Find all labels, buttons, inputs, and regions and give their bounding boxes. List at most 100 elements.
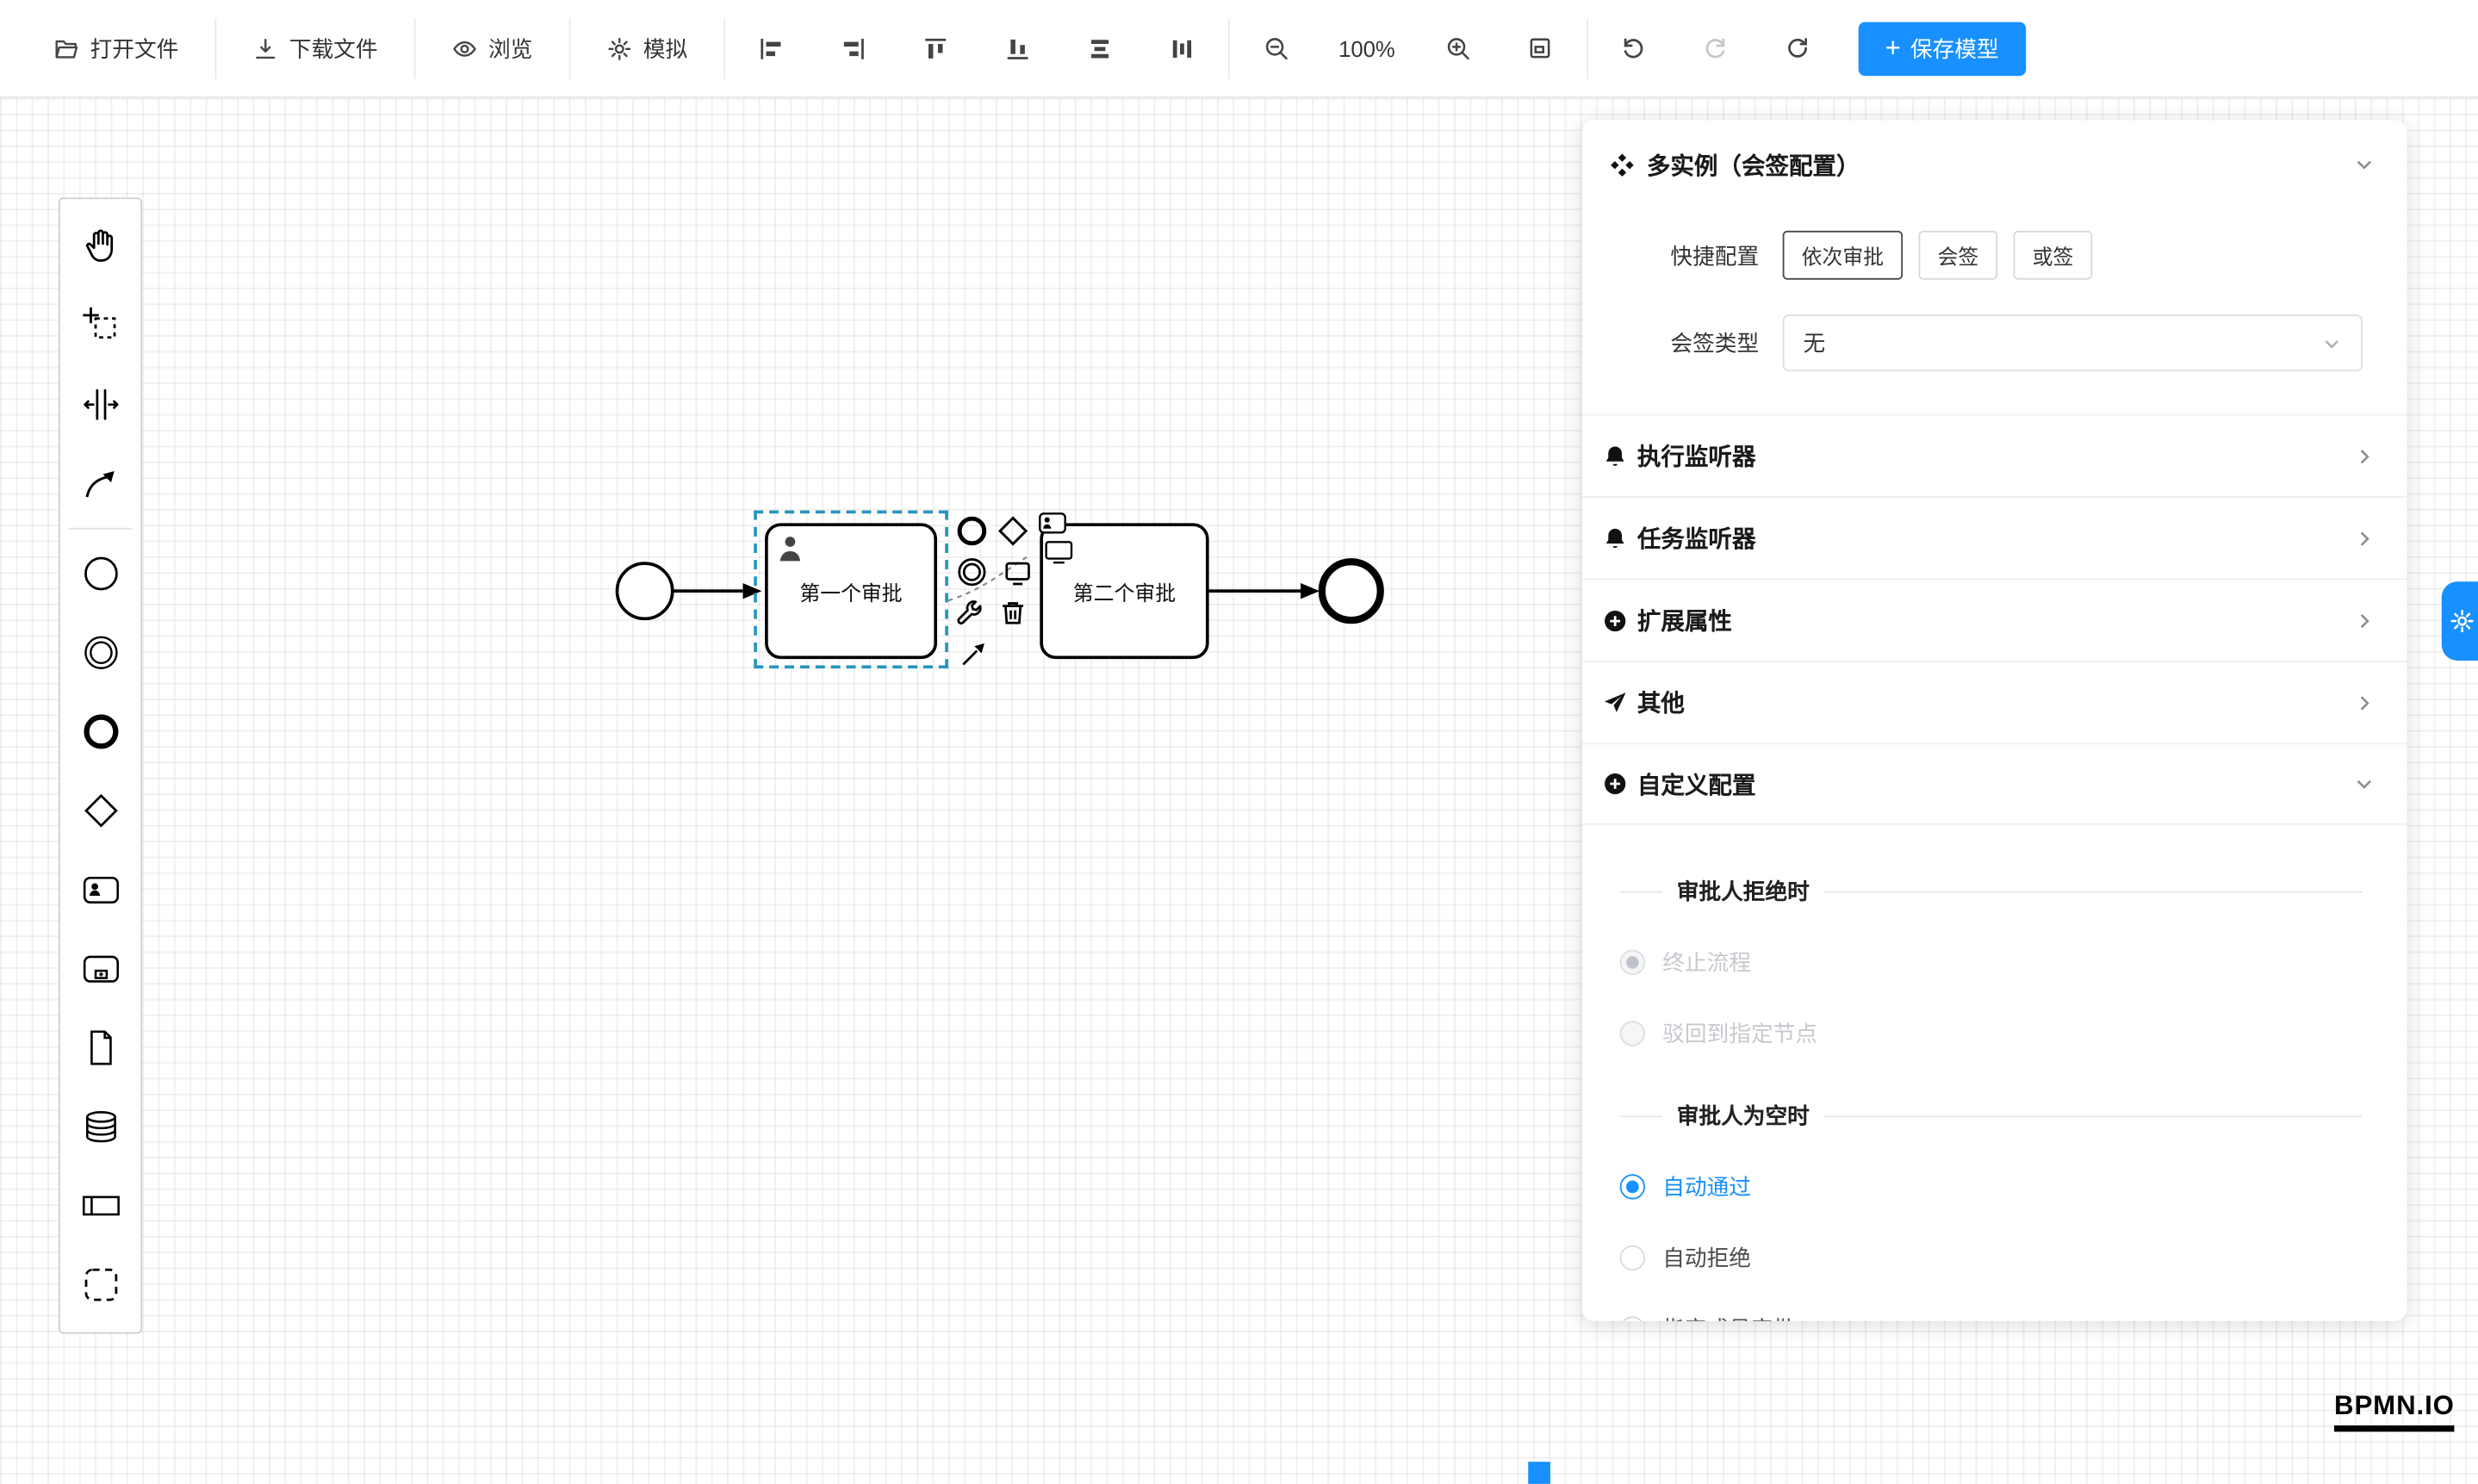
fit-viewport-icon: [1531, 38, 1550, 59]
create-user-task[interactable]: [60, 850, 141, 929]
refresh-icon: [1788, 38, 1808, 58]
hand-tool[interactable]: [60, 207, 141, 286]
wrench-icon: [957, 600, 982, 625]
preview-label: 浏览: [488, 35, 533, 61]
distribute-columns-icon: [1172, 39, 1192, 58]
subprocess-icon: [82, 955, 119, 983]
properties-panel: 多实例（会签配置） 快捷配置 依次审批 会签 或签 会签类型 无: [1581, 120, 2407, 1321]
diagram-canvas[interactable]: 第一个审批 第二个审批: [0, 97, 2478, 1484]
create-data-object[interactable]: [60, 1009, 141, 1088]
sign-type-value: 无: [1803, 330, 1826, 356]
radio-designated-member[interactable]: 指定成员审批: [1619, 1313, 2363, 1321]
section-custom-config[interactable]: 自定义配置: [1581, 742, 2407, 825]
append-text-annotation-button[interactable]: [1002, 556, 1034, 588]
settings-tab[interactable]: [2441, 581, 2478, 661]
zoom-out-icon: [1264, 38, 1287, 60]
align-bottom-button[interactable]: [977, 18, 1059, 78]
task-label: 第二个审批: [1072, 581, 1177, 605]
screen-badge-icon: [1045, 541, 1073, 564]
save-model-button[interactable]: + 保存模型: [1858, 21, 2026, 76]
radio-button[interactable]: [1619, 1316, 1646, 1321]
bpmn-diagram: [615, 554, 1384, 624]
redo-icon: [1706, 38, 1725, 59]
global-connect-tool[interactable]: [60, 444, 141, 524]
reject-title: 审批人拒绝时: [1676, 879, 1810, 904]
align-right-button[interactable]: [812, 18, 894, 78]
sign-type-select[interactable]: 无: [1782, 314, 2363, 372]
bpmn-io-logo: BPMN.IO: [2333, 1391, 2455, 1432]
create-group[interactable]: [60, 1245, 141, 1325]
create-start-event[interactable]: [60, 534, 141, 613]
delete-trash-button[interactable]: [997, 598, 1029, 630]
align-right-icon: [843, 38, 864, 59]
space-tool-icon: [83, 388, 118, 420]
end-event-icon: [957, 516, 987, 546]
radio-terminate-process: 终止流程: [1619, 947, 2363, 978]
open-file-button[interactable]: 打开文件: [22, 22, 210, 75]
align-bottom-icon: [1007, 38, 1028, 59]
refresh-button[interactable]: [1757, 18, 1839, 78]
redo-button[interactable]: [1675, 18, 1757, 78]
radio-button[interactable]: [1619, 1174, 1646, 1200]
radio-return-to-node: 驳回到指定节点: [1619, 1018, 2363, 1050]
create-end-event[interactable]: [60, 692, 141, 772]
create-subprocess[interactable]: [60, 929, 141, 1009]
start-event[interactable]: [615, 562, 674, 621]
replace-wrench-button[interactable]: [953, 598, 984, 630]
distribute-columns-button[interactable]: [1141, 18, 1223, 78]
custom-config-body: 审批人拒绝时 终止流程 驳回到指定节点 审批人为空时: [1582, 875, 2407, 1321]
append-gateway-button[interactable]: [997, 515, 1029, 547]
section-execution-listener[interactable]: 执行监听器: [1581, 413, 2407, 496]
lasso-tool[interactable]: [60, 286, 141, 365]
screen-icon: [1005, 562, 1030, 586]
section-task-listener[interactable]: 任务监听器: [1581, 496, 2407, 578]
screen-badge[interactable]: [1045, 541, 1073, 573]
simulate-button[interactable]: 模拟: [575, 22, 719, 75]
distribute-rows-button[interactable]: [1059, 18, 1140, 78]
toolbar: 打开文件 下载文件 浏览 模拟: [0, 0, 2478, 98]
radio-auto-pass[interactable]: 自动通过: [1619, 1171, 2363, 1203]
preview-button[interactable]: 浏览: [420, 22, 564, 75]
create-data-store[interactable]: [60, 1087, 141, 1166]
append-intermediate-event-button[interactable]: [956, 556, 988, 588]
connect-arrow-button[interactable]: [958, 638, 990, 670]
radio-auto-reject[interactable]: 自动拒绝: [1619, 1242, 2363, 1274]
gear-icon: [2450, 610, 2474, 633]
section-label: 执行监听器: [1636, 444, 1756, 471]
zoom-out-button[interactable]: [1234, 18, 1316, 78]
sign-type-row: 会签类型 无: [1582, 314, 2407, 372]
fit-viewport-button[interactable]: [1500, 18, 1581, 78]
section-label: 任务监听器: [1636, 525, 1756, 554]
create-gateway[interactable]: [60, 771, 141, 850]
align-top-button[interactable]: [894, 18, 976, 78]
create-participant[interactable]: [60, 1166, 141, 1245]
create-intermediate-event[interactable]: [60, 613, 141, 692]
task-first-approval[interactable]: 第一个审批: [765, 523, 938, 660]
radio-button[interactable]: [1619, 1245, 1646, 1271]
panel-header-multi-instance[interactable]: 多实例（会签配置）: [1582, 120, 2407, 196]
bottom-blue-tab[interactable]: [1528, 1462, 1550, 1484]
align-left-button[interactable]: [730, 18, 812, 78]
chevron-right-icon: [2360, 695, 2369, 710]
panel-sections: 执行监听器 任务监听器 扩展属性: [1581, 413, 2407, 825]
radio-label: 驳回到指定节点: [1662, 1021, 1818, 1046]
palette: [58, 197, 143, 1334]
gateway-icon: [997, 516, 1028, 546]
user-task-badge[interactable]: [1038, 512, 1066, 542]
align-top-icon: [925, 37, 947, 58]
space-tool[interactable]: [60, 365, 141, 444]
undo-button[interactable]: [1593, 18, 1674, 78]
chevron-down-icon: [2357, 160, 2371, 170]
chip-or-sign[interactable]: 或签: [2013, 230, 2093, 280]
send-icon: [1604, 692, 1626, 712]
chip-countersign[interactable]: 会签: [1918, 230, 1998, 280]
section-extended-properties[interactable]: 扩展属性: [1581, 578, 2407, 661]
zoom-in-button[interactable]: [1417, 18, 1499, 78]
user-task-badge-icon: [1039, 512, 1066, 534]
download-file-button[interactable]: 下载文件: [221, 22, 409, 75]
section-other[interactable]: 其他: [1581, 660, 2407, 742]
chip-sequential-approval[interactable]: 依次审批: [1782, 230, 1904, 280]
toolbar-separator: [568, 18, 571, 78]
append-end-event-button[interactable]: [956, 515, 988, 547]
end-event[interactable]: [1318, 558, 1384, 624]
